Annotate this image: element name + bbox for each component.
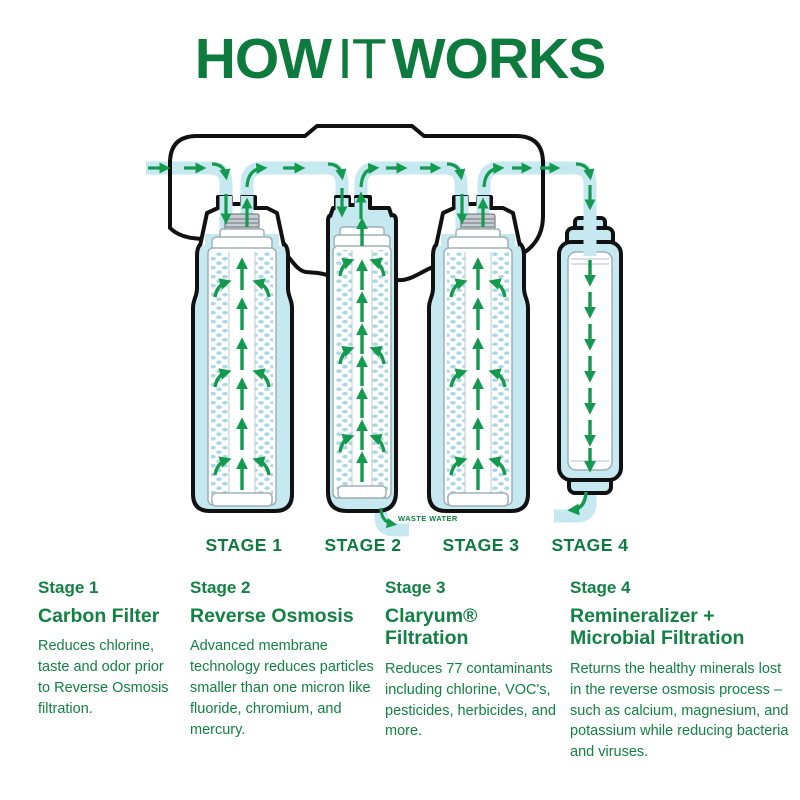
- stage-number: Stage 3: [385, 578, 446, 597]
- stage-description: Reduces 77 contaminants including chlori…: [385, 660, 556, 740]
- stage-name: Claryum® Filtration: [385, 605, 478, 650]
- stage-2-label: STAGE 2: [324, 535, 401, 555]
- stage-number: Stage 2: [190, 578, 251, 597]
- stage2-internal-arrows: [338, 217, 386, 482]
- stage-4-description-block: Stage 4 Remineralizer + Microbial Filtra…: [570, 578, 789, 763]
- title-word-it: IT: [337, 27, 387, 91]
- stage-name: Reverse Osmosis: [190, 605, 354, 627]
- flow-arrows: [148, 162, 596, 227]
- stage-1-description-block: Stage 1 Carbon Filter Reduces chlorine, …: [38, 578, 178, 720]
- stage-4-label: STAGE 4: [551, 535, 628, 555]
- stage-description: Returns the healthy minerals lost in the…: [570, 660, 789, 761]
- stage4-internal-arrows: [567, 260, 596, 516]
- stage3-internal-arrows: [449, 257, 507, 490]
- stage-labels: STAGE 1 STAGE 2 STAGE 3 STAGE 4: [205, 535, 628, 555]
- waste-water-label: WASTE WATER: [398, 514, 458, 523]
- stage-2-description-block: Stage 2 Reverse Osmosis Advanced membran…: [190, 578, 376, 741]
- stage-name: Remineralizer + Microbial Filtration: [570, 605, 745, 650]
- title-word-how: HOW: [194, 27, 332, 91]
- stage-number: Stage 1: [38, 578, 99, 597]
- outlet-pipe: [554, 486, 597, 523]
- stage-name: Carbon Filter: [38, 605, 160, 627]
- stage1-internal-arrows: [213, 257, 271, 490]
- stage-number: Stage 4: [570, 578, 631, 597]
- title-word-works: WORKS: [391, 27, 606, 91]
- stage-1-label: STAGE 1: [205, 535, 282, 555]
- stage-3-description-block: Stage 3 Claryum® Filtration Reduces 77 c…: [385, 578, 561, 742]
- waste-water-pipe: [374, 500, 409, 537]
- stage-3-label: STAGE 3: [442, 535, 519, 555]
- stage-1-filter: [191, 195, 294, 513]
- stage-description: Advanced membrane technology reduces par…: [190, 638, 374, 738]
- waste-water-arrow: [379, 507, 398, 529]
- stage-description: Reduces chlorine, taste and odor prior t…: [38, 638, 169, 718]
